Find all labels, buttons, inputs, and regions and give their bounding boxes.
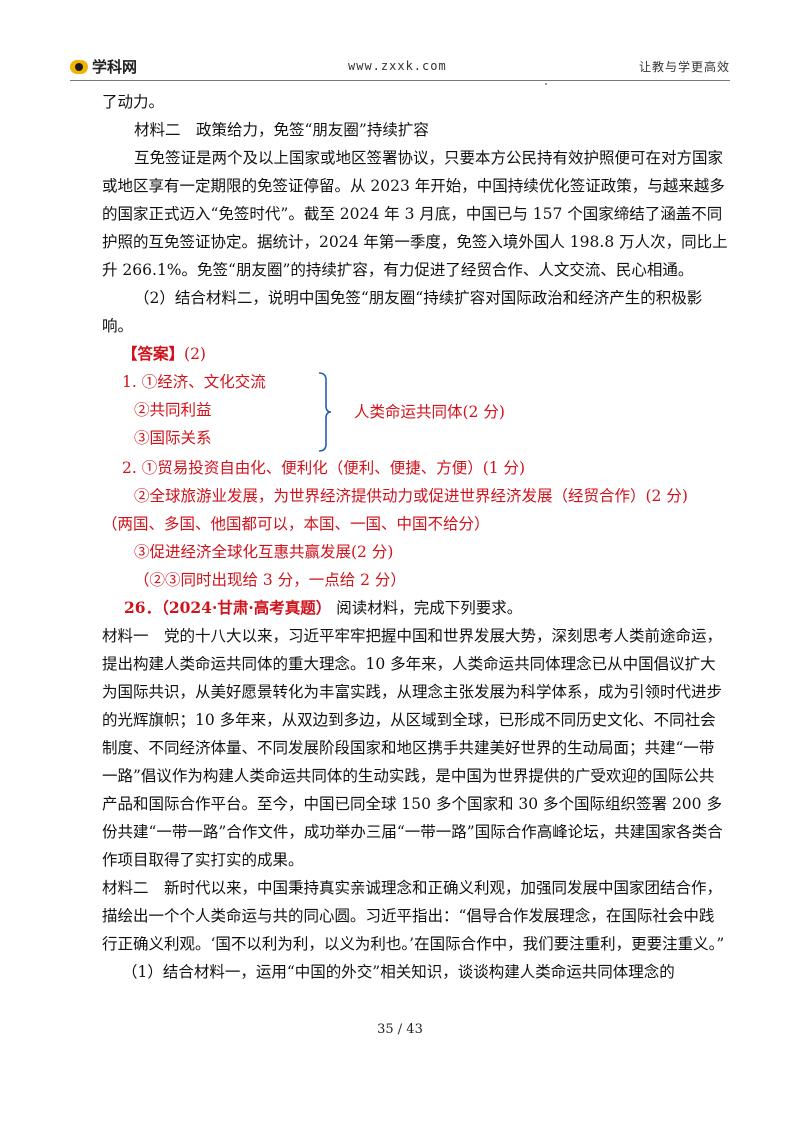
page-number: 35 / 43 — [377, 1022, 423, 1037]
answer-2-line-2: ②全球旅游业发展，为世界经济提供动力或促进世界经济发展（经贸合作）(2 分) — [134, 487, 688, 505]
question-26-number: 26． — [124, 598, 162, 617]
header-slogan: 让教与学更高效 — [638, 60, 730, 74]
question-26-sub-1: （1）结合材料一，运用“中国的外交”相关知识，谈谈构建人类命运共同体理念的 — [122, 963, 675, 981]
site-logo[interactable]: 学科网 — [70, 56, 137, 77]
material2-title: 材料二 政策给力，免签“朋友圈”持续扩容 — [134, 121, 429, 139]
material2-paragraph: 互免签证是两个及以上国家或地区签署协议，只要本方公民持有效护照便可在对方国家或地… — [102, 149, 728, 279]
answer-header: 【答案】(2) — [102, 340, 728, 368]
answer-2-line-1: 2. ①贸易投资自由化、便利化（便利、便捷、方便）(1 分) — [122, 459, 526, 477]
question-26-material-1: 材料一 党的十八大以来，习近平牢牢把握中国和世界发展大势，深刻思考人类前途命运，… — [102, 627, 723, 869]
question-26-material-2: 材料二 新时代以来，中国秉持真实亲诚理念和正确义利观，加强同发展中国家团结合作，… — [102, 879, 725, 953]
answer-2-line-3: （两国、多国、他国都可以，本国、一国、中国不给分） — [102, 515, 490, 533]
answer-number: (2) — [184, 345, 206, 363]
right-brace-icon — [318, 372, 332, 452]
question-26-source: （2024·甘肃·高考真题） — [161, 598, 332, 617]
answer-1-summary: 人类命运共同体(2 分) — [354, 403, 505, 421]
stray-dot — [545, 83, 547, 85]
document-body: 了动力。 材料二 政策给力，免签“朋友圈”持续扩容 互免签证是两个及以上国家或地… — [102, 88, 728, 986]
question-26-header: 26．（2024·甘肃·高考真题） 阅读材料，完成下列要求。 — [102, 594, 728, 622]
answer-1-line-2: ②共同利益 — [134, 401, 212, 419]
logo-icon — [70, 59, 88, 74]
answer-1-line-1: 1. ①经济、文化交流 — [122, 373, 266, 391]
answer-1-line-3: ③国际关系 — [134, 429, 212, 447]
answer-2-line-5: （②③同时出现给 3 分，一点给 2 分） — [134, 571, 406, 589]
continued-line: 了动力。 — [102, 93, 165, 111]
logo-text: 学科网 — [92, 58, 138, 76]
answer-label: 【答案】 — [122, 344, 185, 363]
answer-1-block: 1. ①经济、文化交流 ②共同利益 ③国际关系 人类命运共同体(2 分) — [102, 368, 728, 454]
site-url[interactable]: www.zxxk.com — [348, 59, 447, 73]
answer-2-line-4: ③促进经济全球化互惠共赢发展(2 分) — [134, 543, 394, 561]
question-26-prompt: 阅读材料，完成下列要求。 — [336, 599, 523, 617]
question-2: （2）结合材料二，说明中国免签“朋友圈“持续扩容对国际政治和经济产生的积极影响。 — [102, 289, 703, 335]
page-header: 学科网 www.zxxk.com 让教与学更高效 — [70, 52, 730, 81]
